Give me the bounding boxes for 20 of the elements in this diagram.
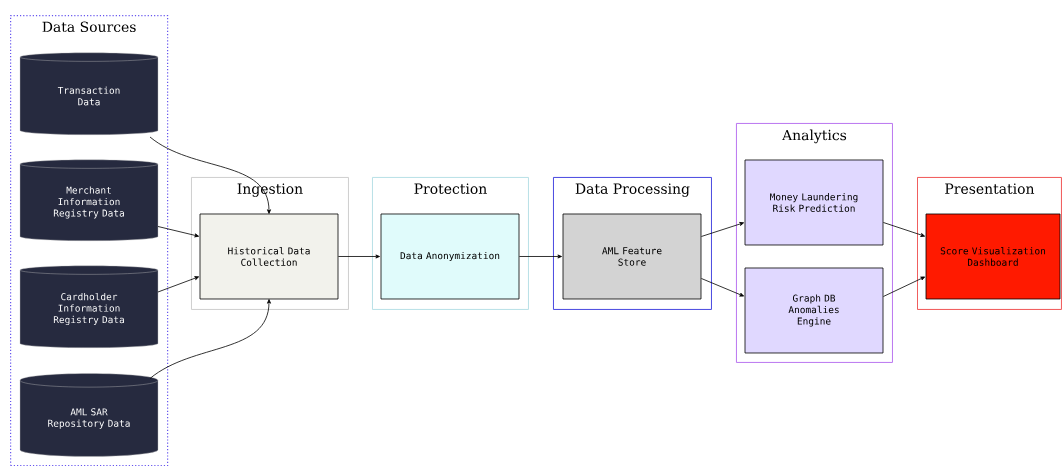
arrow [338,254,380,259]
process-box: Graph DB Anomalies Engine [744,267,884,354]
database-cylinder: Transaction Data [19,52,159,135]
database-cylinder: Cardholder Information Registry Data [19,265,159,348]
process-box: AML Feature Store [562,213,702,300]
arrow [149,136,271,214]
process-box: Money Laundering Risk Prediction [744,159,884,246]
database-cylinder: Merchant Information Registry Data [19,159,159,241]
process-box: Data Anonymization [380,213,520,300]
arrow [157,226,199,238]
arrow [883,222,925,237]
process-box: Historical Data Collection [199,213,339,300]
arrow [883,276,926,297]
process-box: Score Visualization Dashboard [925,213,1061,300]
arrow [157,276,200,293]
arrow [149,299,271,379]
database-cylinder: AML SAR Repository Data [19,373,159,457]
arrow [519,254,562,259]
arrow [701,278,745,297]
arrow [701,222,744,237]
